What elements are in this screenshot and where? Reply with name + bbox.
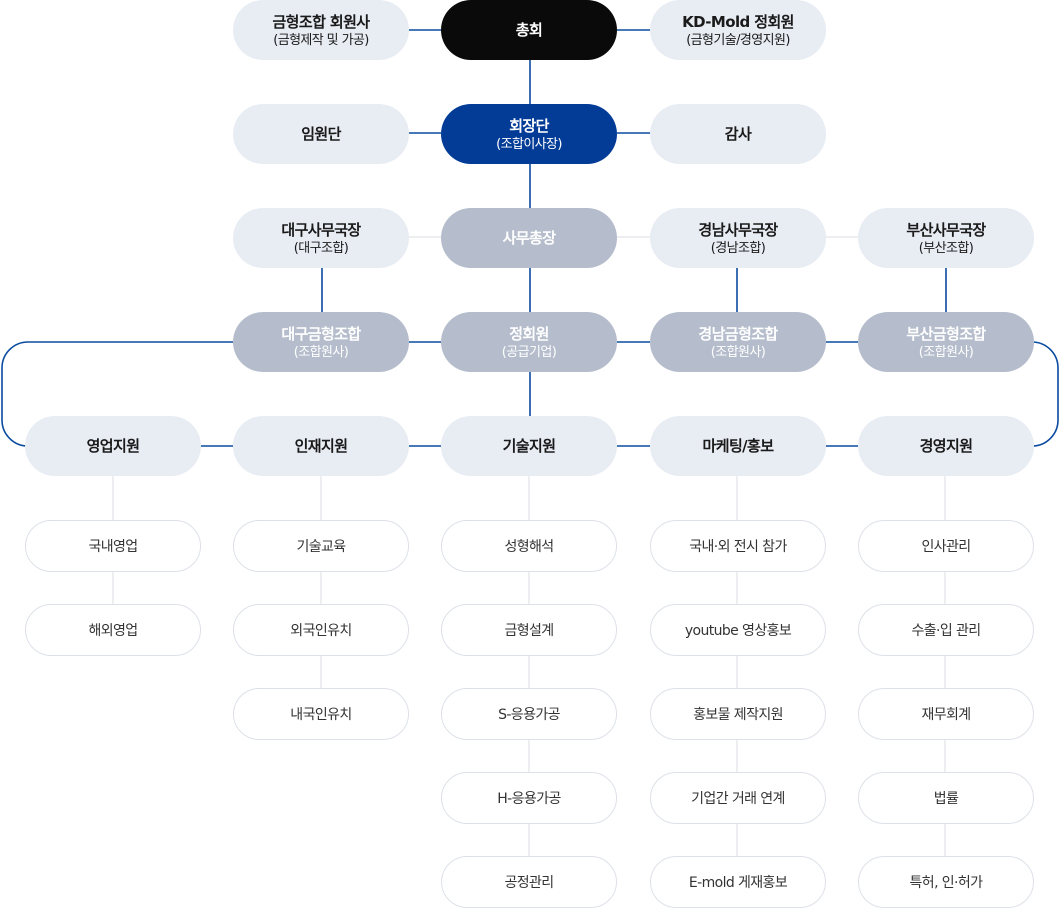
audit-node: 감사 — [650, 104, 826, 164]
executives-node: 임원단 — [233, 104, 409, 164]
node-title: 부산금형조합 — [906, 324, 986, 343]
node-subtitle: (조합원사) — [710, 344, 766, 360]
node-title: 대구금형조합 — [281, 324, 361, 343]
daegu-union-node: 대구금형조합 (조합원사) — [233, 312, 409, 372]
node-subtitle: (공급기업) — [501, 344, 557, 360]
member-companies-node: 금형조합 회원사 (금형제작 및 가공) — [233, 0, 409, 60]
leaf-import-export: 수출·입 관리 — [858, 604, 1034, 656]
node-title: 금형조합 회원사 — [272, 12, 370, 31]
node-title: 인재지원 — [294, 437, 348, 455]
general-meeting-node: 총회 — [441, 0, 617, 60]
busan-office-node: 부산사무국장 (부산조합) — [858, 208, 1034, 268]
gyeongnam-union-node: 경남금형조합 (조합원사) — [650, 312, 826, 372]
secretary-general-node: 사무총장 — [441, 208, 617, 268]
leaf-tech-education: 기술교육 — [233, 520, 409, 572]
node-title: 총회 — [515, 21, 543, 39]
node-title: 기술지원 — [502, 437, 556, 455]
leaf-accounting: 재무회계 — [858, 688, 1034, 740]
chairman-node: 회장단 (조합이사장) — [441, 104, 617, 164]
node-subtitle: (조합원사) — [918, 344, 974, 360]
node-title: 사무총장 — [502, 229, 556, 247]
node-subtitle: (대구조합) — [293, 240, 349, 256]
node-title: 대구사무국장 — [281, 220, 361, 239]
kd-mold-members-node: KD-Mold 정회원 (금형기술/경영지원) — [650, 0, 826, 60]
leaf-molding-analysis: 성형해석 — [441, 520, 617, 572]
daegu-office-node: 대구사무국장 (대구조합) — [233, 208, 409, 268]
node-title: 회장단 — [509, 116, 549, 135]
node-subtitle: (부산조합) — [918, 240, 974, 256]
leaf-foreign-recruit: 외국인유치 — [233, 604, 409, 656]
node-subtitle: (조합이사장) — [496, 136, 562, 152]
tech-support-node: 기술지원 — [441, 416, 617, 476]
leaf-legal: 법률 — [858, 772, 1034, 824]
node-title: 마케팅/홍보 — [702, 437, 774, 455]
node-subtitle: (경남조합) — [710, 240, 766, 256]
node-title: 경영지원 — [919, 437, 973, 455]
node-subtitle: (금형제작 및 가공) — [273, 32, 369, 48]
marketing-node: 마케팅/홍보 — [650, 416, 826, 476]
node-subtitle: (금형기술/경영지원) — [686, 32, 790, 48]
leaf-emold-listing: E-mold 게재홍보 — [650, 856, 826, 908]
leaf-s-processing: S-응용가공 — [441, 688, 617, 740]
node-title: 임원단 — [301, 125, 341, 143]
leaf-patents-permits: 특허, 인·허가 — [858, 856, 1034, 908]
node-title: 부산사무국장 — [906, 220, 986, 239]
leaf-overseas-sales: 해외영업 — [25, 604, 201, 656]
leaf-youtube-promo: youtube 영상홍보 — [650, 604, 826, 656]
node-title: 경남사무국장 — [698, 220, 778, 239]
regular-members-node: 정회원 (공급기업) — [441, 312, 617, 372]
busan-union-node: 부산금형조합 (조합원사) — [858, 312, 1034, 372]
leaf-b2b-matching: 기업간 거래 연계 — [650, 772, 826, 824]
hr-support-node: 인재지원 — [233, 416, 409, 476]
node-subtitle: (조합원사) — [293, 344, 349, 360]
leaf-exhibitions: 국내·외 전시 참가 — [650, 520, 826, 572]
gyeongnam-office-node: 경남사무국장 (경남조합) — [650, 208, 826, 268]
sales-support-node: 영업지원 — [25, 416, 201, 476]
node-title: 영업지원 — [86, 437, 140, 455]
leaf-h-processing: H-응용가공 — [441, 772, 617, 824]
leaf-hr-management: 인사관리 — [858, 520, 1034, 572]
leaf-process-management: 공정관리 — [441, 856, 617, 908]
management-support-node: 경영지원 — [858, 416, 1034, 476]
leaf-domestic-recruit: 내국인유치 — [233, 688, 409, 740]
node-title: 정회원 — [509, 324, 549, 343]
node-title: 경남금형조합 — [698, 324, 778, 343]
leaf-mold-design: 금형설계 — [441, 604, 617, 656]
leaf-domestic-sales: 국내영업 — [25, 520, 201, 572]
node-title: 감사 — [724, 125, 752, 143]
node-title: KD-Mold 정회원 — [682, 12, 794, 31]
leaf-promo-materials: 홍보물 제작지원 — [650, 688, 826, 740]
